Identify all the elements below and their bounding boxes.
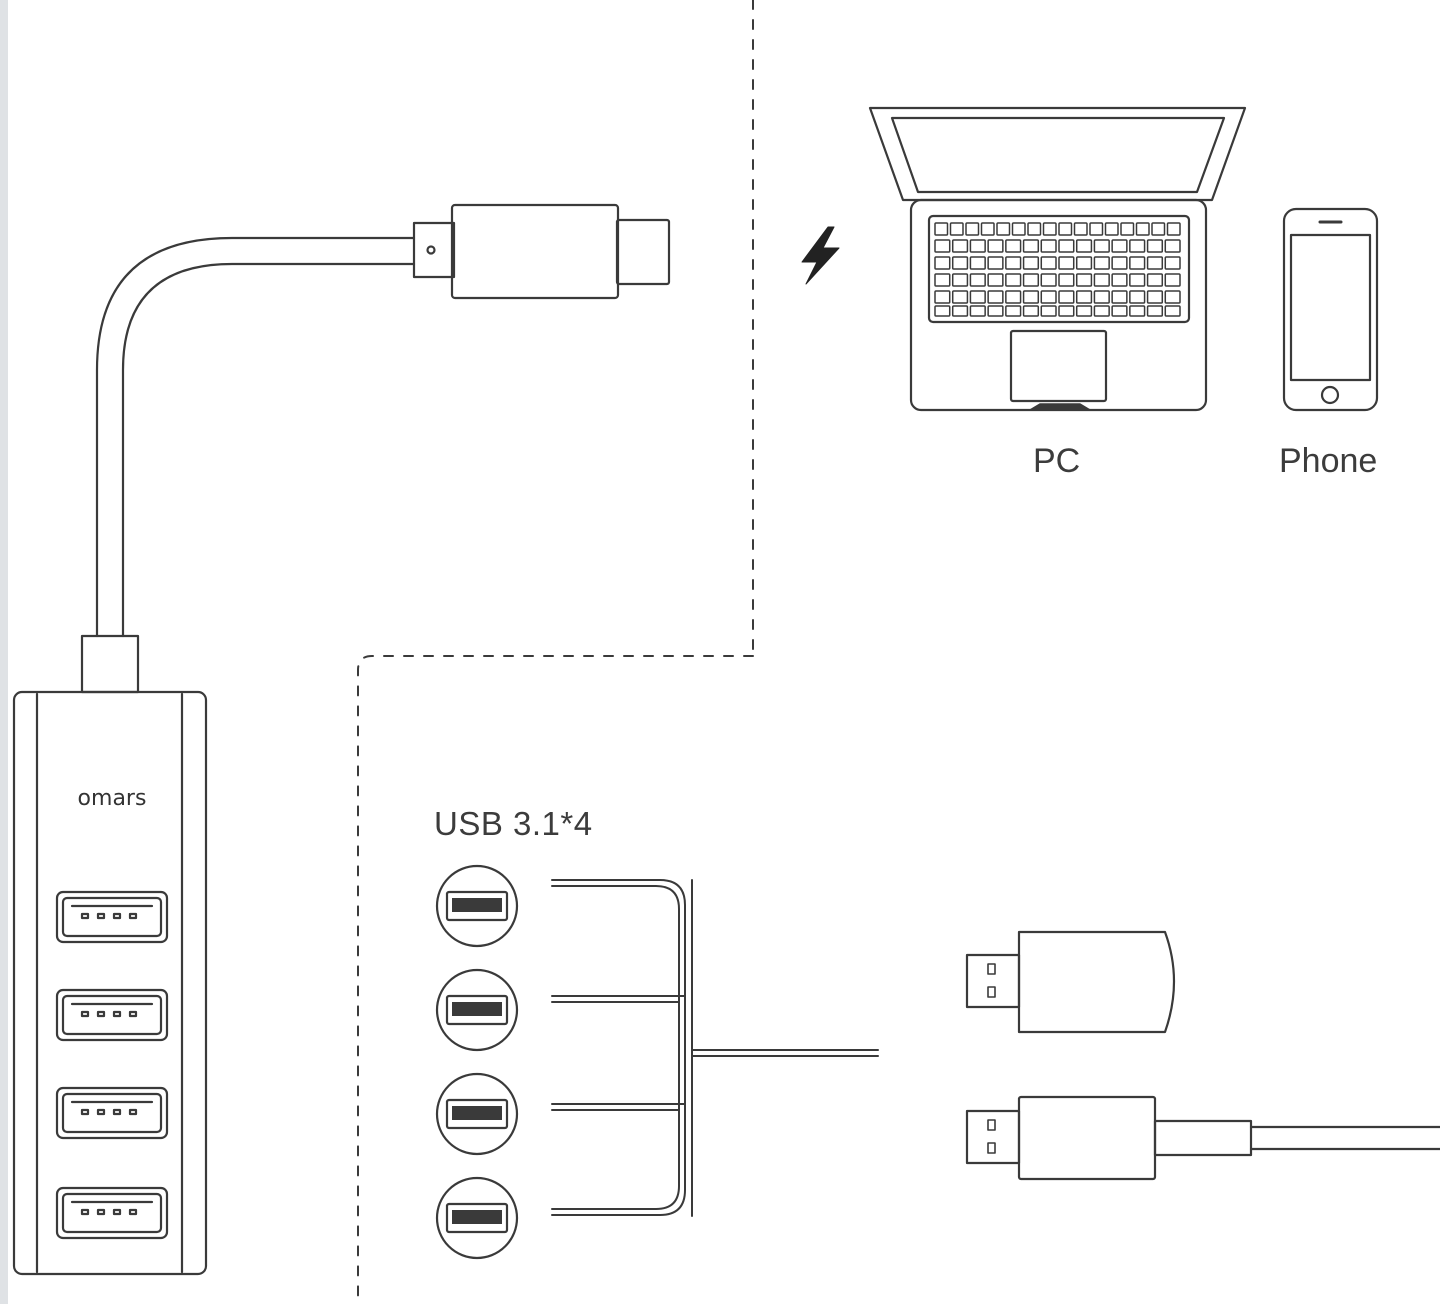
hub-brand-logo: omars bbox=[78, 786, 147, 811]
usb-a-port-icon bbox=[435, 1072, 519, 1156]
usb-cable-icon bbox=[965, 1095, 1440, 1181]
hub-usb-port bbox=[55, 1086, 169, 1140]
usb-c-cable bbox=[95, 203, 671, 638]
phone-label: Phone bbox=[1279, 442, 1378, 480]
usb-hub-body bbox=[12, 634, 208, 1276]
smartphone-icon bbox=[1282, 207, 1379, 412]
hub-usb-port bbox=[55, 890, 169, 944]
lightning-bolt-icon bbox=[801, 226, 840, 285]
hub-usb-port bbox=[55, 988, 169, 1042]
port-connector-lines bbox=[551, 879, 879, 1217]
usb-flash-drive-icon bbox=[965, 930, 1176, 1034]
usb-a-port-icon bbox=[435, 864, 519, 948]
usb-port-list bbox=[435, 864, 519, 1260]
section-divider bbox=[357, 0, 754, 1304]
laptop-icon bbox=[868, 106, 1247, 412]
edge-strip bbox=[0, 0, 8, 1304]
usb-a-port-icon bbox=[435, 1176, 519, 1260]
usb-port-label: USB 3.1*4 bbox=[434, 805, 593, 842]
usb-a-port-icon bbox=[435, 968, 519, 1052]
pc-label: PC bbox=[1033, 442, 1081, 480]
hub-usb-port bbox=[55, 1186, 169, 1240]
